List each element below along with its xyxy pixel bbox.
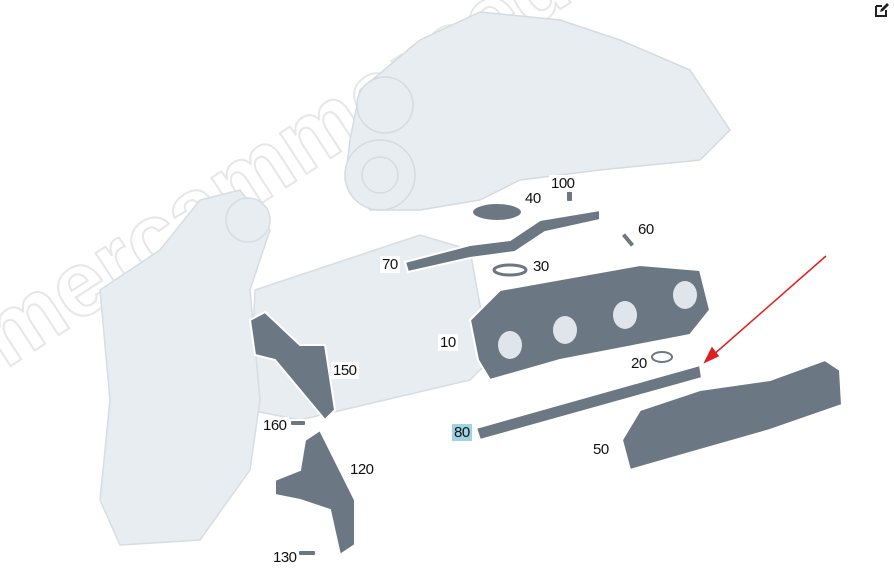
red-pointer-arrow <box>703 255 827 364</box>
edit-icon[interactable] <box>874 2 890 18</box>
callout-160[interactable]: 160 <box>261 417 289 434</box>
callout-70[interactable]: 70 <box>380 256 400 273</box>
part-70[interactable] <box>403 208 601 274</box>
part-50-gasket[interactable] <box>620 358 844 472</box>
parts <box>248 189 844 557</box>
callout-10[interactable]: 10 <box>438 334 458 351</box>
callout-50[interactable]: 50 <box>591 441 611 458</box>
part-60[interactable] <box>619 230 637 250</box>
callout-100[interactable]: 100 <box>549 175 577 192</box>
callout-60[interactable]: 60 <box>636 221 656 238</box>
part-10-exhaust-manifold[interactable] <box>468 263 712 382</box>
part-160-bolt[interactable] <box>289 419 307 427</box>
part-40[interactable] <box>471 202 523 222</box>
callout-40[interactable]: 40 <box>523 190 543 207</box>
callout-120[interactable]: 120 <box>348 461 376 478</box>
part-20[interactable] <box>651 351 673 363</box>
callout-20[interactable]: 20 <box>629 355 649 372</box>
part-150-bracket[interactable] <box>248 310 337 422</box>
part-30[interactable] <box>492 263 528 277</box>
callout-80[interactable]: 80 <box>452 424 472 441</box>
part-120-bracket[interactable] <box>274 428 356 557</box>
callout-30[interactable]: 30 <box>531 258 551 275</box>
callout-150[interactable]: 150 <box>331 362 359 379</box>
part-80-gasket[interactable] <box>474 363 704 442</box>
turbocharger-ghost <box>344 11 731 211</box>
callout-130[interactable]: 130 <box>271 549 299 566</box>
part-130-bolt[interactable] <box>297 549 317 557</box>
